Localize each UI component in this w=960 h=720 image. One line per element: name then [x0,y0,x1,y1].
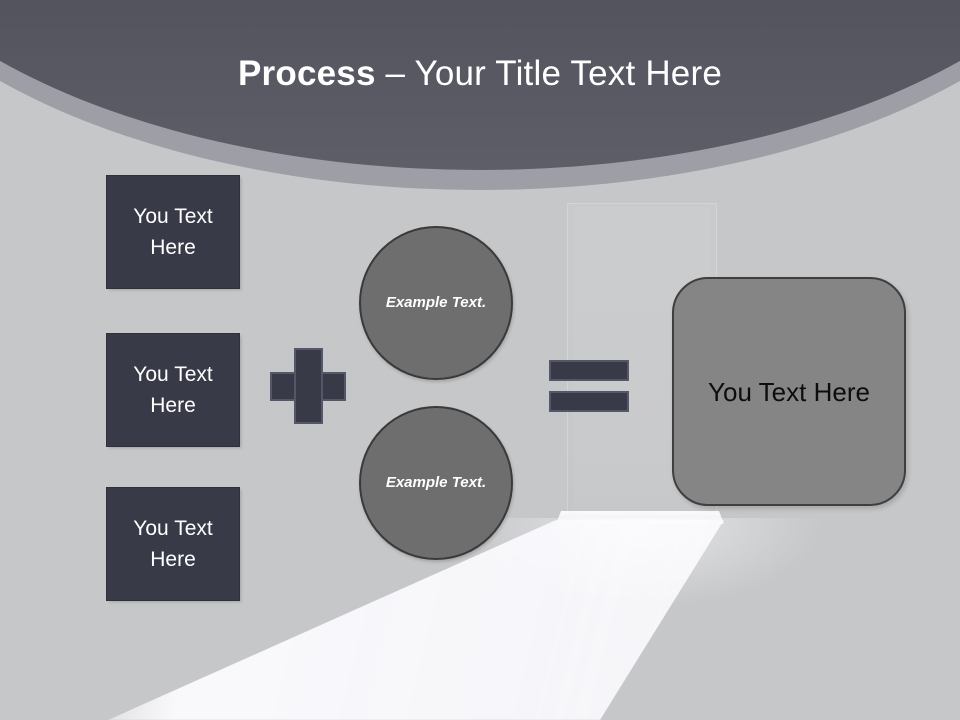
header-banner: Process – Your Title Text Here [0,0,960,210]
page-title-rest: – Your Title Text Here [375,54,722,93]
circle-node-2[interactable]: Example Text. [359,406,513,560]
input-box-2-label: You Text Here [133,363,213,417]
input-box-3-label: You Text Here [133,517,213,571]
input-box-1[interactable]: You Text Here [107,176,239,288]
circle-node-2-label: Example Text. [385,474,487,491]
result-card[interactable]: You Text Here [672,277,906,506]
equals-top-bar [551,362,627,379]
page-title: Process – Your Title Text Here [0,52,960,96]
equals-bottom-bar [551,393,627,410]
page-title-strong: Process [238,54,376,93]
circle-node-1[interactable]: Example Text. [359,226,513,380]
input-box-3[interactable]: You Text Here [107,488,239,600]
input-box-2[interactable]: You Text Here [107,334,239,446]
plus-operator-icon [272,350,344,422]
equals-operator-icon [551,362,627,410]
circle-node-1-label: Example Text. [385,294,487,311]
plus-vertical-bar [296,350,321,422]
input-box-1-label: You Text Here [133,205,213,259]
result-card-label: You Text Here [708,376,870,407]
